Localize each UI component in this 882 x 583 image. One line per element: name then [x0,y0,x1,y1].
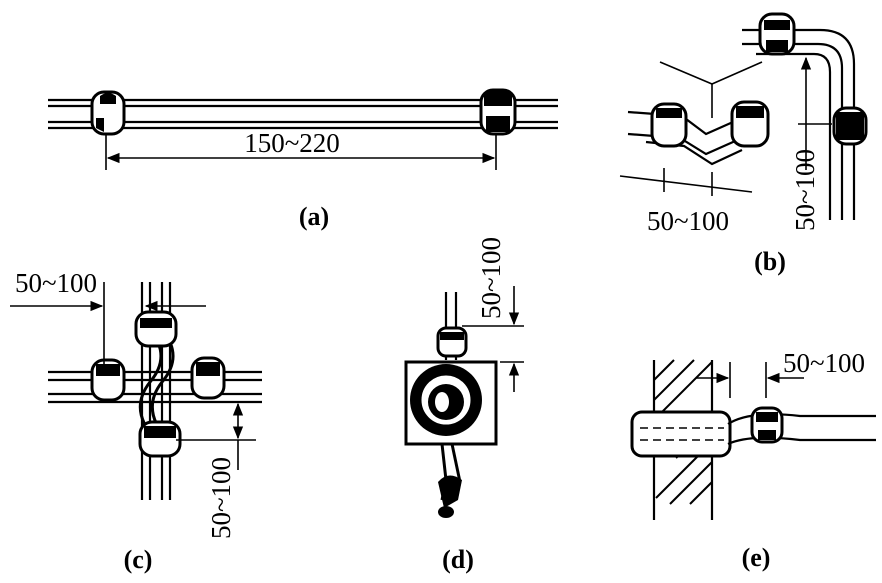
insulator-icon [138,420,182,458]
insulator-icon [436,326,468,358]
wall-section [652,359,714,520]
insulator-icon [90,358,126,402]
insulator-icon [730,100,770,148]
dimension-label-e-horizontal: 50~100 [783,348,865,378]
caption-a: (a) [299,202,329,231]
dimension-label-c-horizontal: 50~100 [15,268,97,298]
panel-a: 150~220 (a) [48,88,558,231]
wall-conduit [630,410,732,458]
insulator-icon [90,90,126,136]
dimension-label-d-vertical: 50~100 [476,237,506,319]
dimension-label-c-vertical: 50~100 [206,457,236,539]
caption-c: (c) [124,545,153,574]
insulator-icon [479,88,517,136]
insulator-icon [650,102,688,148]
panel-d: 50~100 (d) [404,237,524,574]
insulator-icon [832,106,868,146]
dimension-label-b-vertical: 50~100 [790,149,820,231]
caption-d: (d) [442,545,474,574]
dimension-label-b-horizontal: 50~100 [647,206,729,236]
caption-b: (b) [754,247,786,276]
insulator-icon [758,12,796,56]
panel-c: 50~100 50~100 (c) [10,268,262,574]
caption-e: (e) [742,543,771,572]
insulator-icon [134,310,178,348]
insulator-icon [190,356,226,400]
dimension-label-a: 150~220 [244,128,340,158]
panel-b: 50~100 50~100 (b) [619,12,868,276]
insulator-icon [750,406,784,444]
panel-e: 50~100 (e) [630,348,876,572]
